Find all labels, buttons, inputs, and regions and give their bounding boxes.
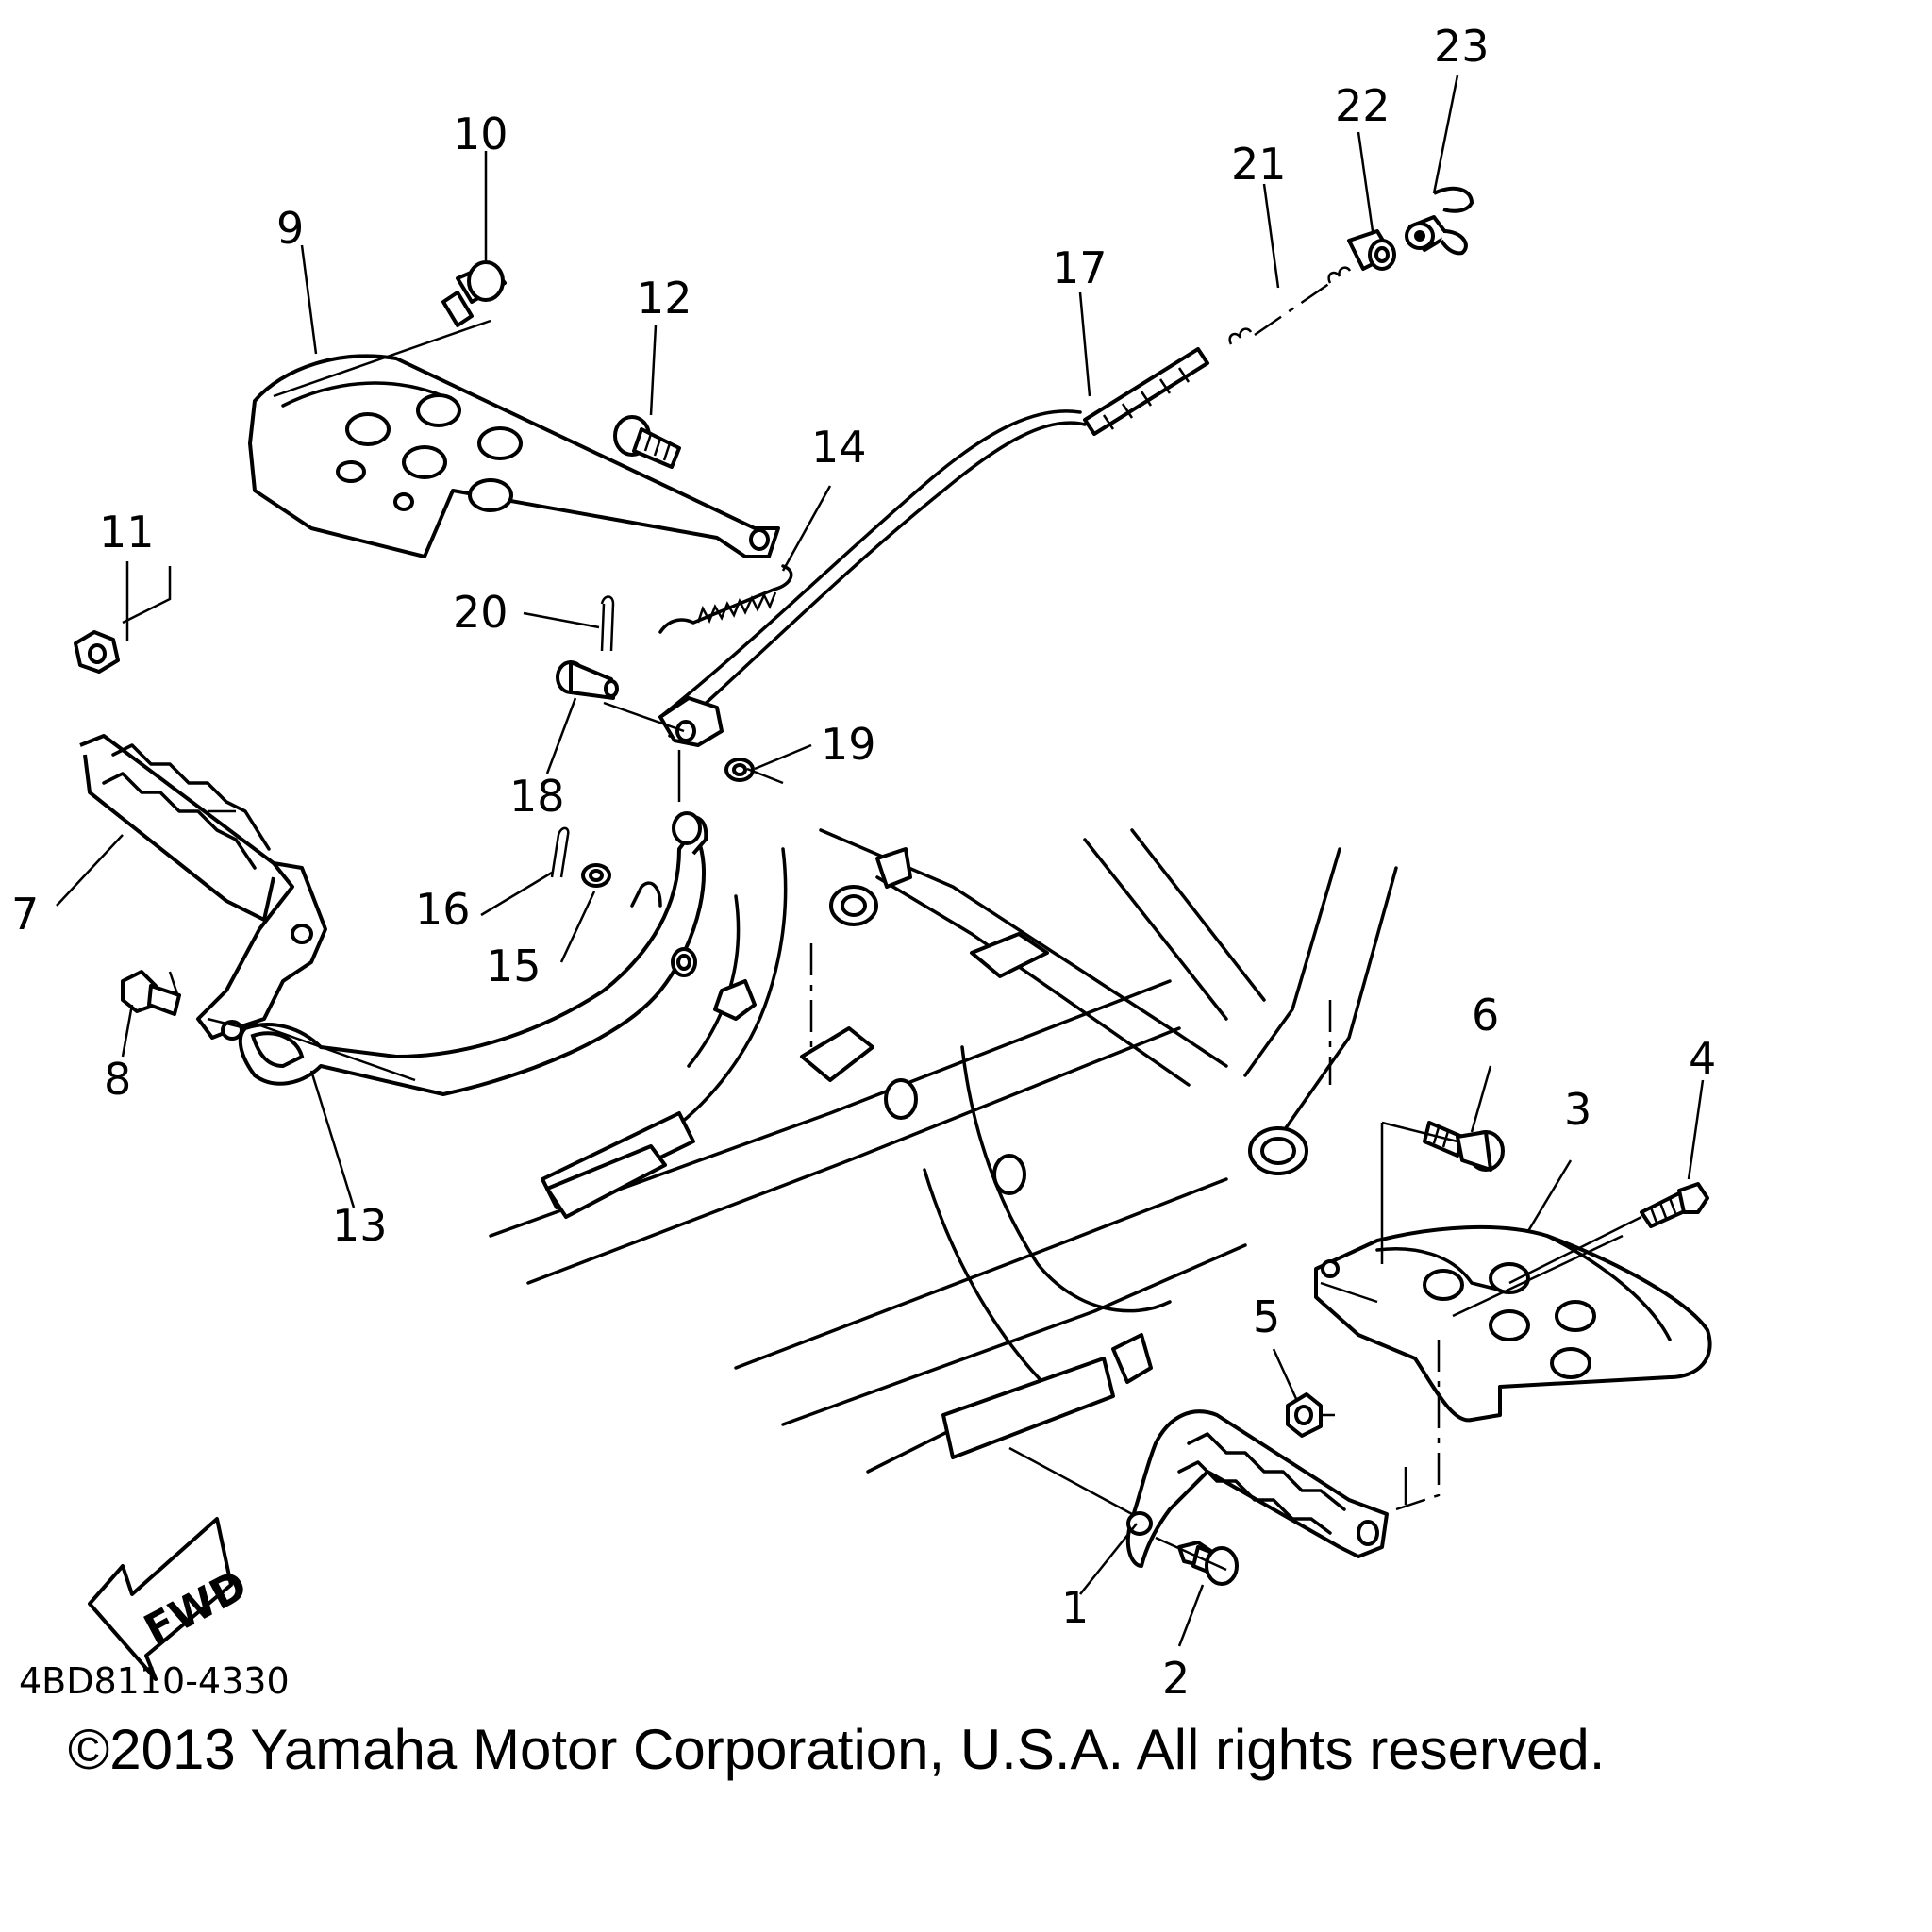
callout-9: 9 xyxy=(276,203,304,254)
bolt-12 xyxy=(613,415,681,469)
adjusting-nut xyxy=(1347,229,1396,271)
callout-11: 11 xyxy=(99,507,155,558)
fwd-arrow-icon: FWD xyxy=(88,1517,255,1681)
footpeg-right xyxy=(1125,1409,1389,1568)
bolt-8 xyxy=(121,970,181,1016)
callout-21: 21 xyxy=(1231,139,1287,190)
callout-20: 20 xyxy=(453,587,508,638)
footpeg-left xyxy=(79,734,327,1041)
callout-18: 18 xyxy=(509,771,565,822)
callout-2: 2 xyxy=(1162,1653,1190,1704)
callout-19: 19 xyxy=(821,719,876,770)
bolt-4 xyxy=(1640,1182,1709,1228)
callout-1: 1 xyxy=(1061,1582,1089,1633)
callout-7: 7 xyxy=(11,889,39,940)
callout-8: 8 xyxy=(104,1054,131,1105)
callout-15: 15 xyxy=(486,941,541,991)
cotter-pin-20 xyxy=(600,595,615,652)
part-code: 4BD8110-4330 xyxy=(19,1660,290,1702)
callout-13: 13 xyxy=(332,1200,388,1251)
clip xyxy=(1405,186,1474,256)
bolt-10 xyxy=(441,260,507,327)
leader-lines xyxy=(56,75,1705,1647)
callout-23: 23 xyxy=(1434,21,1490,72)
callout-12: 12 xyxy=(637,273,692,324)
callout-10: 10 xyxy=(453,108,508,159)
frame xyxy=(489,828,1398,1474)
bolt-2 xyxy=(1177,1541,1239,1586)
rod-spring-21 xyxy=(1228,266,1352,345)
callout-16: 16 xyxy=(415,884,471,935)
nut-5 xyxy=(1286,1392,1323,1438)
callout-22: 22 xyxy=(1335,80,1391,131)
spring xyxy=(658,564,793,634)
bolt-6 xyxy=(1423,1121,1505,1172)
copyright-notice: ©2013 Yamaha Motor Corporation, U.S.A. A… xyxy=(68,1718,1606,1781)
assembly-lines xyxy=(122,566,1642,1572)
footrest-bracket-right xyxy=(1314,1224,1712,1423)
cotter-pin-16 xyxy=(550,826,570,878)
callout-3: 3 xyxy=(1564,1084,1591,1135)
callout-numbers: 1 2 3 4 5 6 7 8 9 10 11 12 13 14 15 16 1… xyxy=(11,21,1716,1704)
callout-6: 6 xyxy=(1472,990,1499,1041)
callout-17: 17 xyxy=(1052,242,1108,293)
footrest-bracket-left xyxy=(248,319,780,558)
brake-rod xyxy=(658,347,1209,747)
callout-4: 4 xyxy=(1689,1033,1716,1084)
brake-pedal xyxy=(238,811,757,1219)
callout-5: 5 xyxy=(1253,1291,1280,1342)
nut-11 xyxy=(74,630,120,674)
callout-14: 14 xyxy=(811,422,867,473)
clevis-pin xyxy=(556,660,619,700)
